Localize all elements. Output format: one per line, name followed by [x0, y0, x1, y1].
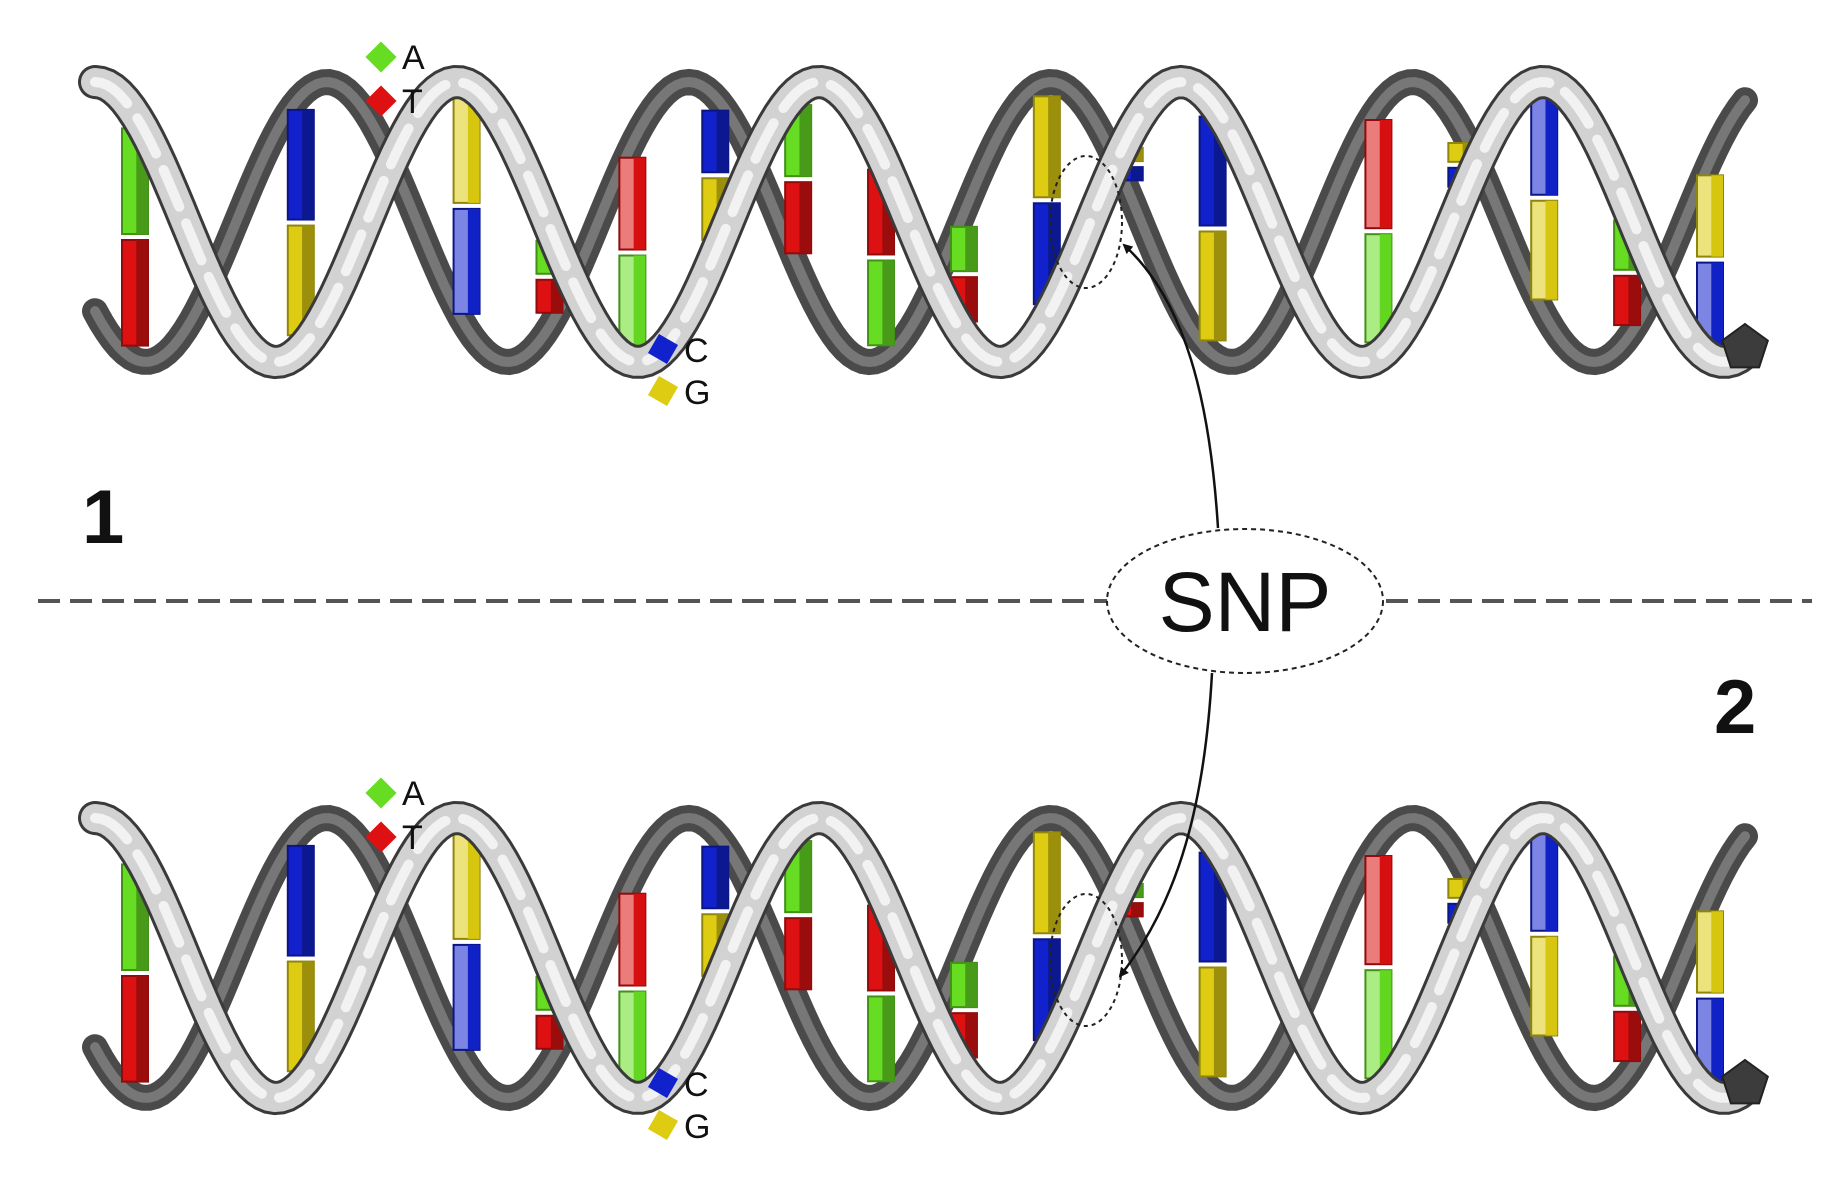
snp-highlight-2: [1049, 893, 1123, 1027]
nucleotide-base-shade: [136, 864, 148, 971]
nucleotide-base-shade: [716, 110, 729, 173]
nucleotide-base-shade: [633, 893, 646, 986]
nucleotide-base-shade: [1545, 96, 1558, 195]
legend-swatch-c: [647, 1067, 679, 1099]
nucleotide-base-shade: [1628, 275, 1641, 326]
nucleotide-base-shade: [1213, 231, 1226, 341]
nucleotide-base-shade: [1213, 852, 1226, 962]
nucleotide-base-shade: [1545, 832, 1558, 931]
nucleotide-base-shade: [965, 277, 977, 322]
dna-helix-2: [78, 800, 1769, 1116]
nucleotide-base-shade: [799, 105, 812, 177]
helix-end-cap: [1721, 322, 1769, 369]
legend-label-t: T: [402, 83, 423, 121]
legend-swatch-a: [365, 777, 397, 809]
nucleotide-base-shade: [550, 1015, 563, 1049]
panel-number-1: 1: [82, 475, 124, 560]
legend-swatch-c: [647, 333, 679, 365]
legend-label-g: G: [684, 374, 710, 412]
nucleotide-base-shade: [1379, 856, 1392, 965]
legend-cg-2: C G: [647, 1066, 710, 1146]
nucleotide-base-shade: [467, 944, 480, 1050]
nucleotide-base-shade: [302, 961, 314, 1072]
nucleotide-base-shade: [1213, 967, 1226, 1077]
dna-helix-1: [78, 64, 1769, 380]
helix-end-cap: [1721, 1058, 1769, 1105]
legend-swatch-g: [647, 1109, 679, 1141]
nucleotide-base-shade: [1711, 998, 1723, 1080]
legend-label-t: T: [402, 819, 423, 857]
nucleotide-base-shade: [136, 976, 148, 1082]
snp-label: SNP: [1159, 555, 1332, 649]
nucleotide-base-shade: [1379, 120, 1392, 229]
nucleotide-base-shade: [136, 128, 148, 235]
nucleotide-base-shade: [302, 225, 314, 336]
nucleotide-base-shade: [1048, 939, 1060, 1041]
nucleotide-base-shade: [550, 279, 563, 313]
nucleotide-base-shade: [633, 255, 646, 348]
nucleotide-base-shade: [1711, 911, 1723, 993]
legend-label-a: A: [402, 775, 425, 813]
nucleotide-base-shade: [965, 226, 977, 272]
nucleotide-base-shade: [716, 846, 729, 909]
nucleotide-base-shade: [1048, 832, 1060, 934]
nucleotide-base-shade: [1545, 200, 1558, 300]
nucleotide-base-shade: [633, 157, 646, 250]
nucleotide-base-shade: [965, 962, 977, 1008]
backbone-strand-front-highlight: [90, 76, 1750, 368]
legend-swatch-t: [365, 821, 397, 853]
nucleotide-base-shade: [1628, 1011, 1641, 1062]
nucleotide-base-shade: [467, 208, 480, 314]
nucleotide-base-shade: [1379, 970, 1392, 1079]
nucleotide-base-shade: [1131, 167, 1143, 181]
legend-at-2: A T: [365, 775, 425, 857]
nucleotide-base-shade: [136, 240, 148, 346]
nucleotide-base-shade: [1711, 262, 1723, 344]
legend-swatch-a: [365, 41, 397, 73]
nucleotide-base-shade: [1048, 96, 1060, 198]
nucleotide-base-shade: [882, 996, 895, 1082]
nucleotide-base-shade: [882, 260, 895, 346]
legend-swatch-t: [365, 85, 397, 117]
legend-label-c: C: [684, 1066, 709, 1104]
legend-swatch-g: [647, 375, 679, 407]
backbone-strand-front-highlight: [90, 812, 1750, 1104]
nucleotide-base-shade: [799, 182, 812, 254]
nucleotide-base-shade: [799, 841, 812, 913]
nucleotide-base-shade: [467, 97, 480, 203]
legend-cg-1: C G: [647, 332, 710, 412]
nucleotide-base-shade: [467, 833, 480, 939]
nucleotide-base-shade: [1213, 116, 1226, 226]
panel-number-2: 2: [1714, 665, 1756, 750]
snp-arrow-up: [1122, 243, 1220, 529]
nucleotide-base-shade: [965, 1013, 977, 1058]
nucleotide-base-shade: [1711, 175, 1723, 257]
snp-arrow-down: [1118, 672, 1214, 978]
legend-label-a: A: [402, 39, 425, 77]
nucleotide-base-shade: [633, 991, 646, 1084]
nucleotide-base-shade: [302, 845, 314, 956]
legend-at-1: A T: [365, 39, 425, 121]
nucleotide-base-shade: [1545, 936, 1558, 1036]
nucleotide-base-shade: [1131, 903, 1143, 917]
snp-highlight-1: [1049, 155, 1123, 289]
nucleotide-base-shade: [1379, 234, 1392, 343]
legend-label-c: C: [684, 332, 709, 370]
legend-label-g: G: [684, 1108, 710, 1146]
snp-callout-ellipse: [1106, 528, 1384, 674]
nucleotide-base-shade: [799, 918, 812, 990]
nucleotide-base-shade: [302, 109, 314, 220]
